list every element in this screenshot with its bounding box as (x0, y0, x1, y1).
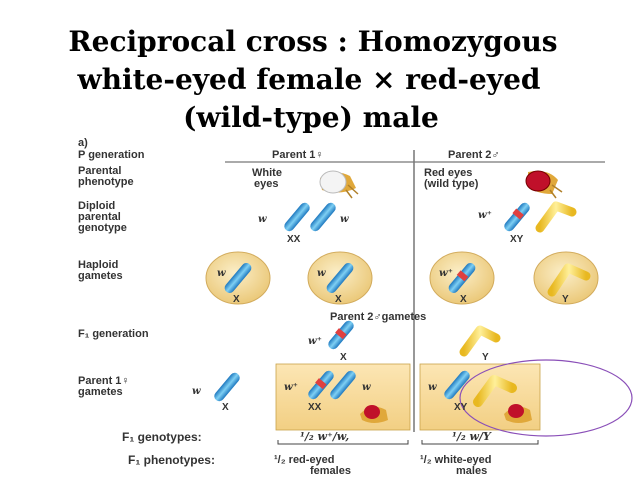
label-wplus-1: w⁺ (478, 210, 492, 221)
header-parent1: Parent 1♀ (272, 149, 324, 161)
row-haploid-2: gametes (78, 270, 123, 282)
label-x-3: X (460, 294, 467, 305)
parent1-gamete-x (214, 372, 240, 402)
row-parent1-gametes-2: gametes (78, 386, 123, 398)
header-parent2-gametes: Parent 2♂gametes (330, 311, 427, 323)
phenotype-parent2-1: Red eyes (424, 167, 473, 179)
panel-label: a) (78, 137, 88, 149)
gamete-x-wplus (429, 251, 495, 305)
f1-genotypes-label: F₁ genotypes: (122, 430, 202, 444)
row-parent1-gametes-1: Parent 1♀ (78, 375, 130, 387)
label-xx: XX (287, 234, 301, 245)
f1-genotype-female: ¹/₂ w⁺/w, (300, 430, 350, 443)
label-xx-f1: XX (308, 402, 322, 413)
row-parental-phenotype-2: phenotype (78, 176, 134, 188)
label-xy: XY (510, 234, 524, 245)
title-line-3: (wild-type) male (183, 101, 439, 134)
label-y-2: Y (482, 352, 489, 363)
diploid-xy-chromosomes (504, 201, 577, 233)
label-wplus-3: w⁺ (308, 336, 322, 347)
label-w-7: w (428, 382, 437, 393)
label-w-4: w (317, 268, 326, 279)
f1-phenotype-male-1: ¹/₂ white-eyed (420, 454, 492, 466)
title-line-2: white-eyed female × red-eyed (77, 63, 541, 96)
label-x-4: X (340, 352, 347, 363)
f1-gamete-x-wplus (328, 320, 354, 350)
highlight-circle (459, 359, 633, 437)
row-haploid-1: Haploid (78, 259, 119, 271)
f1-phenotype-female-2: females (310, 465, 351, 477)
fly-red-eye-icon (525, 170, 563, 199)
f1-phenotypes-label: F₁ phenotypes: (128, 453, 215, 467)
label-x-2: X (335, 294, 342, 305)
label-w-5: w (192, 386, 201, 397)
gamete-y (533, 251, 599, 305)
f1-genotype-male: ¹/₂ w/Y (452, 430, 491, 443)
title-line-1: Reciprocal cross : Homozygous (68, 25, 558, 58)
label-wplus-2: w⁺ (439, 268, 453, 279)
f1-female-xx (308, 370, 388, 423)
row-diploid-1: Diploid (78, 200, 116, 212)
label-xy-f1: XY (454, 402, 468, 413)
label-w-3: w (217, 268, 226, 279)
diploid-xx-chromosomes (284, 202, 336, 232)
row-f1-generation: F₁ generation (78, 328, 149, 340)
phenotype-parent2-2: (wild type) (424, 178, 479, 190)
row-p-generation: P generation (78, 149, 145, 161)
gamete-x-2 (307, 251, 373, 305)
gamete-x-1 (205, 251, 271, 305)
f1-phenotype-female-1: ¹/₂ red-eyed (274, 454, 335, 466)
label-wplus-4: w⁺ (284, 382, 298, 393)
phenotype-parent1-1: White (252, 167, 282, 179)
f1-male-xy (444, 370, 532, 423)
label-w-6: w (362, 382, 371, 393)
f1-female-box (275, 363, 411, 431)
f1-phenotype-male-2: males (456, 465, 488, 477)
f1-gamete-y (459, 325, 501, 357)
row-diploid-3: genotype (78, 222, 127, 234)
phenotype-parent1-2: eyes (254, 178, 279, 190)
label-x-1: X (233, 294, 240, 305)
label-w-2: w (340, 214, 349, 225)
row-parental-phenotype-1: Parental (78, 165, 122, 177)
row-diploid-2: parental (78, 211, 121, 223)
fly-white-eye-icon (319, 170, 359, 199)
label-w-1: w (258, 214, 267, 225)
label-x-5: X (222, 402, 229, 413)
header-parent2: Parent 2♂ (448, 149, 500, 161)
label-y-1: Y (562, 294, 569, 305)
